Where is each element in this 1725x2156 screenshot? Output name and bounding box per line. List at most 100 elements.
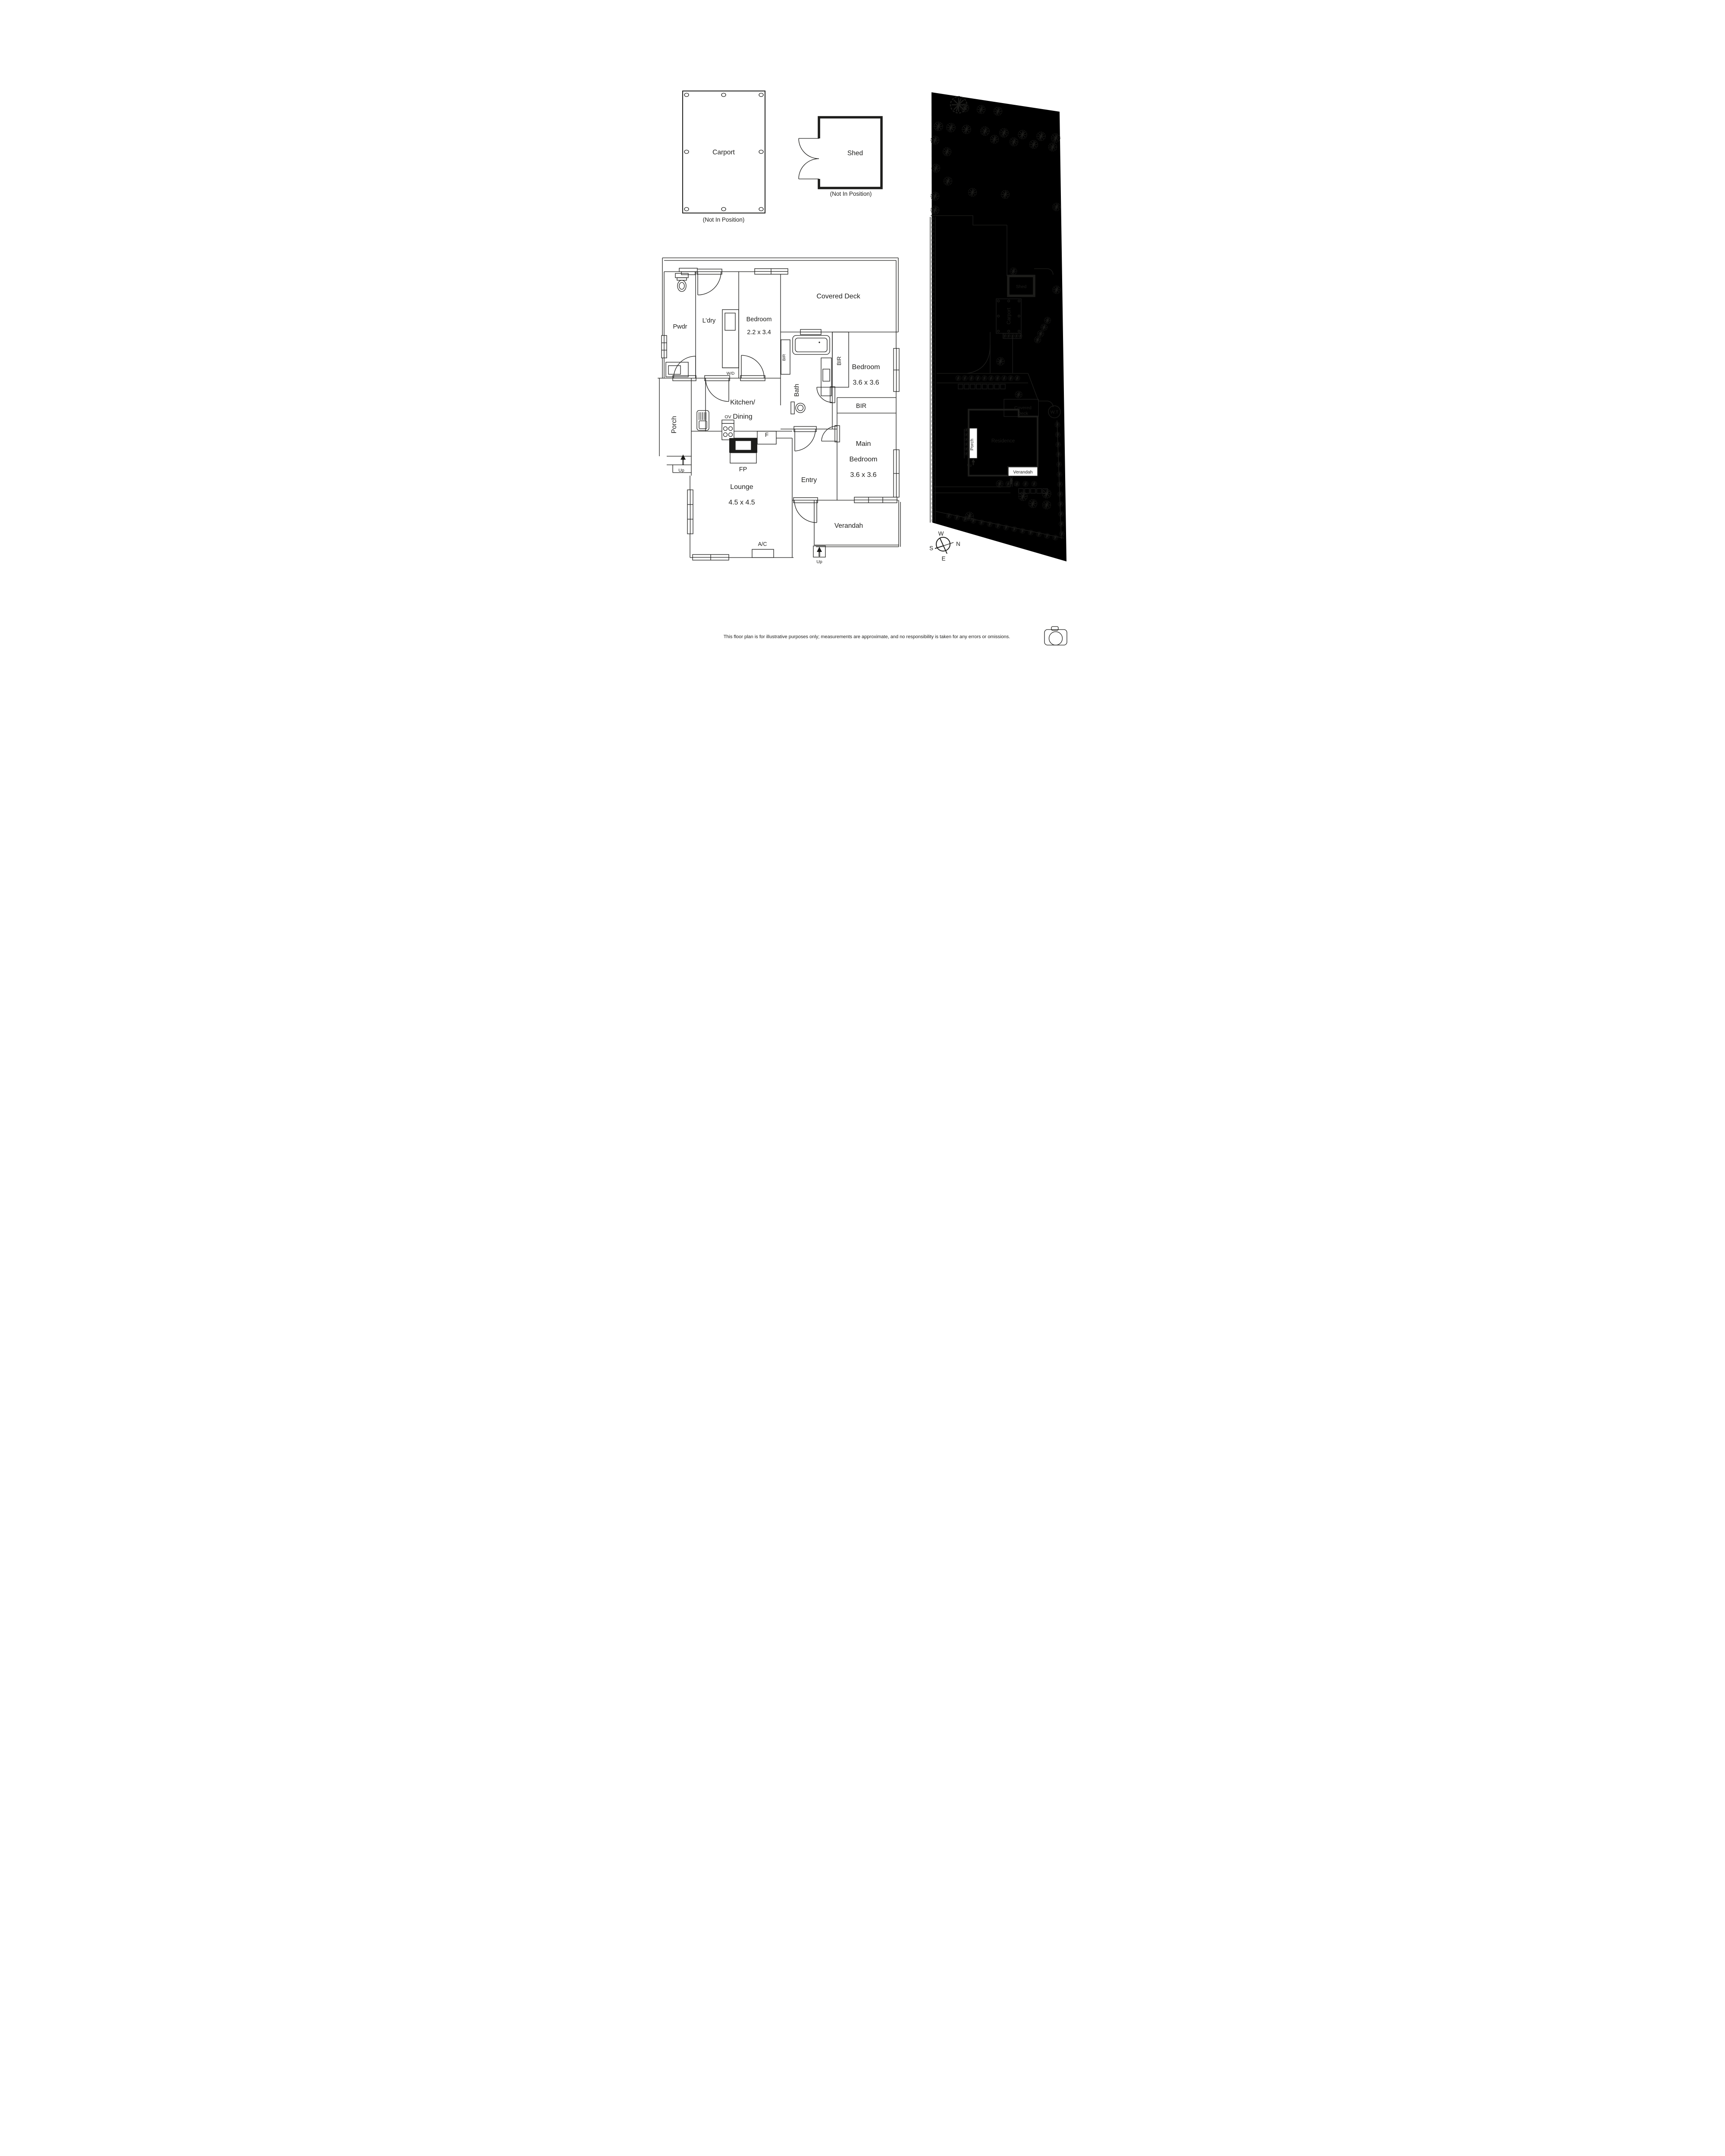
- carport-diagram-label: Carport: [712, 149, 735, 156]
- door-hall: [705, 378, 729, 402]
- shed-diagram-note: (Not In Position): [830, 191, 872, 197]
- label-covered-deck: Covered Deck: [816, 293, 860, 300]
- window-bath-deck: [800, 329, 822, 335]
- floor-plan-labels: Covered Deck Pwdr L’dry W/D Bedroom 2.2 …: [671, 293, 880, 564]
- site-shed: [1007, 275, 1035, 297]
- toilet-bath: [790, 401, 806, 414]
- site-carport-label: Carport: [1007, 307, 1012, 324]
- label-bir3: BIR: [856, 403, 866, 410]
- compass-e: E: [941, 555, 945, 562]
- compass-w: W: [938, 530, 944, 537]
- carport-diagram-note: (Not In Position): [703, 216, 745, 223]
- site-fences: [930, 215, 1064, 539]
- site-water-tank: W.T: [1048, 405, 1061, 418]
- laundry-trough: [722, 309, 739, 368]
- site-residence-label: Residence: [991, 439, 1015, 444]
- porch-step-arrow: [681, 454, 686, 465]
- compass: W N S E: [929, 530, 960, 562]
- label-main2: Bedroom: [850, 456, 878, 463]
- toilet-pwdr: [675, 273, 689, 292]
- site-covered-deck-label1: Covered: [1014, 405, 1032, 411]
- label-wd: W/D: [727, 371, 735, 376]
- fixtures: [665, 273, 896, 558]
- label-bir2: BIR: [836, 357, 842, 366]
- label-entry: Entry: [801, 476, 817, 484]
- kitchen-bench: [691, 378, 792, 445]
- doors: [673, 271, 837, 523]
- window-lounge-west: [687, 489, 693, 534]
- window-mainbed-east: [893, 449, 900, 498]
- window-pwdr-west: [661, 335, 667, 358]
- bir2-closet: [832, 332, 849, 388]
- vanity-pwdr: [665, 362, 689, 377]
- site-verandah: [1008, 467, 1038, 476]
- site-pavers: [958, 384, 1048, 494]
- label-ac: A/C: [758, 541, 767, 547]
- door-entry: [794, 500, 817, 523]
- door-pwdr: [673, 356, 696, 379]
- window-bedroom2-top: [754, 268, 788, 275]
- label-verandah: Verandah: [834, 522, 863, 530]
- floorplan-page: Carport (Not In Position) Shed (Not In P…: [647, 0, 1078, 647]
- wall-openings: [672, 269, 840, 503]
- site-covered-deck-label2: Deck: [1018, 411, 1029, 416]
- door-ldry: [697, 271, 721, 295]
- shed-double-door: [798, 138, 819, 179]
- label-bir1: BIR: [782, 354, 787, 361]
- floorplan-canvas: Carport (Not In Position) Shed (Not In P…: [658, 91, 1067, 646]
- floor-plan: Covered Deck Pwdr L’dry W/D Bedroom 2.2 …: [658, 257, 901, 564]
- ac-unit: [752, 549, 774, 558]
- site-verandah-label: Verandah: [1013, 470, 1033, 475]
- site-plan: Shed Carport Covered Deck Residence Porc…: [929, 92, 1066, 562]
- label-main-dims: 3.6 x 3.6: [850, 471, 876, 479]
- bir1-closet: [781, 339, 790, 375]
- site-up-verandah: Up: [1014, 482, 1019, 486]
- vanity-bath: [821, 357, 832, 396]
- compass-s: S: [929, 545, 933, 552]
- verandah-step: [813, 545, 826, 558]
- fireplace: [729, 438, 757, 464]
- carport-diagram: Carport (Not In Position): [682, 91, 765, 223]
- shed-diagram: Shed (Not In Position): [798, 116, 883, 197]
- shed-diagram-label: Shed: [847, 150, 863, 157]
- window-lounge-south: [692, 554, 729, 561]
- stove: [721, 420, 734, 440]
- label-up-verandah: Up: [816, 559, 822, 564]
- label-bath: Bath: [794, 384, 800, 397]
- site-wt-label: W.T: [1051, 410, 1059, 415]
- label-pwdr: Pwdr: [673, 323, 687, 330]
- disclaimer-text: This floor plan is for illustrative purp…: [724, 634, 1010, 639]
- label-kitchen2: Dining: [733, 413, 752, 420]
- door-bedroom3: [816, 387, 833, 403]
- label-f: F: [765, 432, 768, 438]
- label-bedroom3-dims: 3.6 x 3.6: [853, 379, 879, 386]
- label-main1: Main: [856, 440, 871, 448]
- windows: [661, 268, 900, 561]
- site-shed-label: Shed: [1016, 284, 1027, 289]
- label-fp: FP: [739, 466, 747, 473]
- label-up-porch: Up: [678, 468, 684, 473]
- window-bedroom3-east: [893, 348, 900, 392]
- label-bedroom3: Bedroom: [852, 364, 880, 371]
- label-ldry: L’dry: [703, 317, 716, 324]
- site-up-porch: Up: [967, 463, 972, 467]
- camera-logo-icon: [1044, 626, 1067, 646]
- label-kitchen1: Kitchen/: [730, 399, 755, 406]
- site-carport: Carport: [996, 298, 1022, 339]
- label-lounge: Lounge: [730, 483, 753, 491]
- verandah-step-arrow: [817, 547, 822, 557]
- site-residence: Covered Deck Residence Porch Verandah Up…: [964, 399, 1039, 486]
- site-porch: [969, 428, 978, 459]
- footer: This floor plan is for illustrative purp…: [724, 626, 1067, 646]
- site-porch-label: Porch: [969, 439, 975, 451]
- bathtub: [792, 335, 830, 355]
- label-bedroom2: Bedroom: [746, 316, 772, 323]
- door-bath: [794, 429, 816, 451]
- label-porch: Porch: [671, 416, 678, 434]
- label-ov: OV: [724, 414, 731, 420]
- window-mainbed-south: [854, 497, 897, 503]
- compass-n: N: [956, 541, 960, 547]
- carport-posts: [684, 93, 764, 211]
- walls: [658, 271, 898, 558]
- hot-water-unit: [696, 410, 709, 431]
